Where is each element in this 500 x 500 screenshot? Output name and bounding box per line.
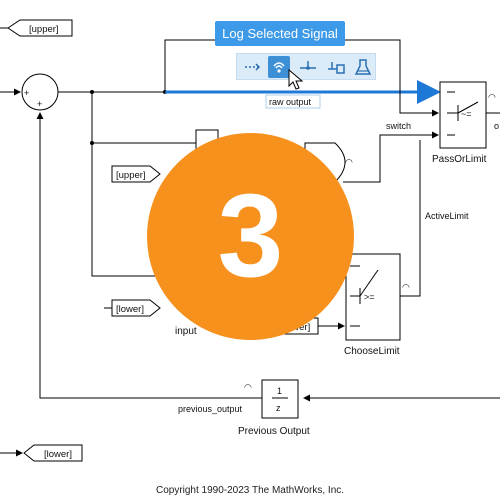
switch-signal-line[interactable] [343,131,439,183]
previous-output-block[interactable]: 1 z Previous Output [238,379,310,437]
choose-limit-op: >= [364,292,375,302]
connect-signal-icon[interactable] [325,56,347,78]
previous-output-name: Previous Output [238,426,310,437]
from-tag-upper[interactable]: [upper] [111,165,161,183]
goto-tag-lower[interactable]: [lower] [0,444,83,462]
branch-signal-icon[interactable] [297,56,319,78]
mouse-cursor-icon [288,68,304,96]
log-icon-mid: ◠ [345,157,353,167]
previous-output-label: previous_output [178,404,243,414]
log-selected-signal-tooltip: Log Selected Signal [215,21,345,46]
signal-line-icon[interactable] [241,56,263,78]
goto-tag-upper-label: [upper] [29,24,59,35]
unit-delay-num: 1 [277,386,282,396]
output-partial-label: o [494,121,499,131]
signal-action-toolbar [236,53,376,80]
step-number-badge: 3 [147,133,354,340]
raw-output-label-box [265,94,321,109]
unit-delay-den: z [276,403,281,413]
log-icon-previous: ◠ [244,382,252,392]
input-block-name-partial: input [175,326,197,337]
previous-output-signal[interactable] [36,112,262,399]
log-icon-output: ◠ [488,92,496,102]
log-signal-icon[interactable] [268,56,290,78]
pass-or-limit-op: ~= [461,109,472,119]
from-tag-upper-label: [upper] [116,170,146,181]
choose-limit-name: ChooseLimit [344,346,400,357]
copyright-text: Copyright 1990-2023 The MathWorks, Inc. [155,485,345,496]
from-tag-lower[interactable]: [lower] [104,299,161,317]
active-limit-label: ActiveLimit [425,211,469,221]
test-point-icon[interactable] [352,56,374,78]
pass-or-limit-block[interactable]: ~= PassOrLimit [432,81,487,165]
sum-plus-bottom: + [37,99,42,109]
from-tag-lower-label: [lower] [116,304,144,315]
sum-plus-left: + [24,88,29,98]
goto-tag-upper[interactable]: [upper] [0,19,73,37]
sum-block[interactable]: + + [21,73,59,111]
goto-tag-lower-label: [lower] [44,449,72,460]
switch-label: switch [386,121,411,131]
raw-output-label: raw output [269,97,312,107]
choose-limit-block[interactable]: >= ChooseLimit [344,253,401,357]
pass-or-limit-name: PassOrLimit [432,154,487,165]
log-icon-active-limit: ◠ [402,282,410,292]
